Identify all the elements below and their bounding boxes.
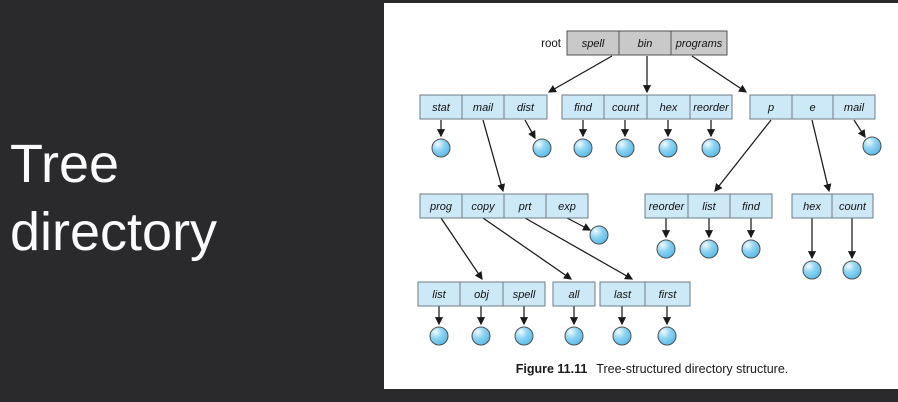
tree-arrow	[691, 55, 748, 93]
tree-diagram: spell bin programs root stat mail dist find coun…	[417, 30, 882, 346]
directory-cell-label: obj	[474, 289, 489, 301]
directory-box-rect	[552, 281, 596, 307]
directory-cell-label: reorder	[693, 102, 730, 114]
directory-cell-label: find	[742, 201, 761, 213]
slide-title-line2: directory	[10, 202, 218, 263]
file-circle	[862, 136, 882, 156]
directory-cell-label: programs	[675, 38, 723, 50]
tree-arrow	[482, 119, 506, 193]
slide-title: Tree directory	[10, 130, 217, 266]
directory-cell-label: count	[839, 201, 867, 213]
directory-cell-label: spell	[513, 289, 536, 301]
directory-cell-label: list	[702, 201, 716, 213]
directory-cell-label: reorder	[649, 201, 686, 213]
file-circle	[658, 138, 678, 158]
directory-box: stat mail dist	[419, 94, 548, 120]
file-circle	[471, 326, 491, 346]
file-circle	[656, 239, 676, 259]
directory-cell-label: stat	[432, 102, 451, 114]
directory-cell-label: first	[659, 289, 678, 301]
tree-arrow	[440, 217, 483, 281]
figure-caption-text: Tree-structured directory structure.	[596, 362, 789, 376]
directory-box: hex count	[791, 193, 874, 219]
figure-caption: Figure 11.11 Tree-structured directory st…	[384, 362, 898, 376]
file-circle	[564, 326, 584, 346]
directory-box-rect	[419, 94, 548, 120]
root-label: root	[541, 38, 562, 50]
file-circle	[429, 326, 449, 346]
directory-cell-label: find	[574, 102, 593, 114]
file-circle	[612, 326, 632, 346]
directory-box: all	[552, 281, 596, 307]
directory-box-rect	[566, 30, 728, 56]
tree-arrow	[482, 217, 573, 280]
directory-box-rect	[749, 94, 876, 120]
directory-cell-label: exp	[558, 201, 576, 213]
file-circle	[589, 225, 609, 245]
file-circle	[842, 260, 862, 280]
directory-cell-label: dist	[517, 102, 535, 114]
file-circle	[532, 138, 552, 158]
directory-cell-label: mail	[473, 102, 494, 114]
directory-cell-label: mail	[844, 102, 865, 114]
file-circle	[802, 260, 822, 280]
tree-arrow	[566, 217, 592, 231]
file-circle	[431, 138, 451, 158]
tree-arrow	[524, 119, 536, 140]
file-circle	[573, 138, 593, 158]
directory-box: find count hex reorder	[561, 94, 733, 120]
directory-cell-label: hex	[660, 102, 678, 114]
file-circle	[741, 239, 761, 259]
tree-arrow	[524, 217, 634, 280]
directory-cell-label: copy	[471, 201, 496, 213]
directory-box-rect	[417, 281, 546, 307]
directory-box-root: spell bin programs root	[541, 30, 728, 56]
directory-box: prog copy prt exp	[419, 193, 589, 219]
file-circle	[657, 326, 677, 346]
directory-cell-label: prt	[518, 201, 533, 213]
figure-caption-number: Figure 11.11	[515, 362, 588, 376]
directory-box-rect	[644, 193, 773, 219]
directory-box: p e mail	[749, 94, 876, 120]
slide-title-line1: Tree	[10, 134, 120, 194]
directory-cell-label: list	[432, 289, 446, 301]
directory-box: reorder list find	[644, 193, 773, 219]
tree-arrow	[853, 119, 866, 139]
figure-panel: spell bin programs root stat mail dist find coun…	[384, 3, 898, 389]
directory-cell-label: p	[767, 102, 774, 114]
directory-cell-label: last	[614, 289, 632, 301]
tree-arrow	[811, 119, 832, 193]
file-circle	[514, 326, 534, 346]
directory-cell-label: all	[568, 289, 580, 301]
file-circle	[701, 138, 721, 158]
file-circle	[615, 138, 635, 158]
directory-cell-label: prog	[429, 201, 453, 213]
directory-cell-label: e	[809, 102, 815, 114]
directory-cell-label: hex	[803, 201, 821, 213]
file-circle	[699, 239, 719, 259]
directory-cell-label: count	[612, 102, 640, 114]
directory-box: list obj spell	[417, 281, 546, 307]
directory-cell-label: spell	[582, 38, 605, 50]
tree-arrow	[547, 55, 613, 93]
directory-cell-label: bin	[638, 38, 653, 50]
tree-arrow	[714, 119, 772, 192]
directory-box: last first	[599, 281, 691, 307]
